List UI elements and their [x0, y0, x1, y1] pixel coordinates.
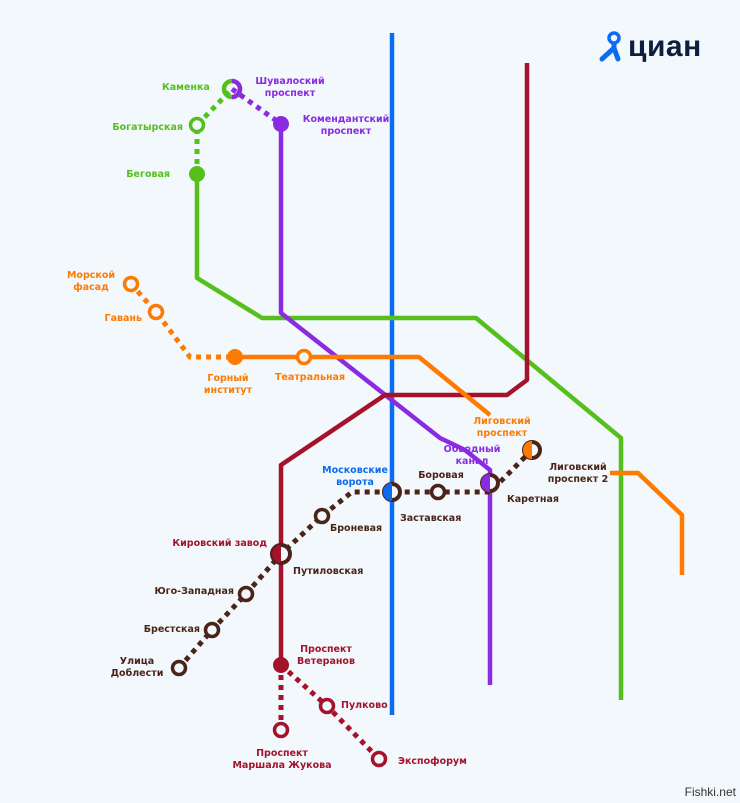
station-veteranov[interactable]	[273, 657, 289, 673]
label-borovaya: Боровая	[418, 470, 464, 481]
label-bogatyrskaya: Богатырская	[112, 122, 183, 133]
map-pin-person-icon	[599, 31, 621, 62]
station-yugo-zapadnaya[interactable]	[237, 585, 255, 603]
logo-text: циан	[628, 30, 702, 63]
line-orange	[129, 282, 685, 575]
label-kamenka: Каменка	[162, 82, 210, 93]
station-morskoy-fasad[interactable]	[122, 275, 140, 293]
label-kirovsky: Кировский завод	[172, 538, 267, 549]
label-pulkovo: Пулково	[341, 700, 388, 711]
station-ulitsa-doblesti[interactable]	[170, 659, 188, 677]
label-gavan: Гавань	[105, 313, 142, 324]
label-karetnaya: Каретная	[507, 494, 559, 505]
station-pulkovo[interactable]	[318, 697, 336, 715]
cian-logo: циан	[598, 30, 702, 64]
station-borovaya[interactable]	[429, 483, 447, 501]
line-purple	[230, 86, 493, 685]
station-brestskaya[interactable]	[203, 621, 221, 639]
station-gavan[interactable]	[147, 303, 165, 321]
station-gorny[interactable]	[227, 349, 243, 365]
label-zastavskaya: Заставская	[400, 513, 461, 524]
station-zhukova[interactable]	[272, 721, 290, 739]
label-putilovskaya: Путиловская	[293, 566, 363, 577]
station-bronevaya[interactable]	[313, 507, 331, 525]
station-teatralnaya[interactable]	[295, 348, 313, 366]
station-komendantsky[interactable]	[273, 116, 289, 132]
label-teatralnaya: Театральная	[275, 372, 345, 383]
station-markers	[122, 78, 542, 768]
label-bronevaya: Броневая	[330, 523, 382, 534]
label-yugo-zapadnaya: Юго-Западная	[155, 586, 234, 597]
label-begovaya: Беговая	[126, 169, 170, 180]
station-bogatyrskaya[interactable]	[188, 116, 206, 134]
label-ekspoforum: Экспофорум	[398, 756, 467, 767]
station-ekspoforum[interactable]	[370, 750, 388, 768]
station-begovaya[interactable]	[189, 166, 205, 182]
line-green	[194, 87, 624, 700]
watermark: Fishki.net	[684, 785, 736, 799]
line-brown	[177, 448, 534, 670]
label-brestskaya: Брестская	[144, 624, 200, 635]
